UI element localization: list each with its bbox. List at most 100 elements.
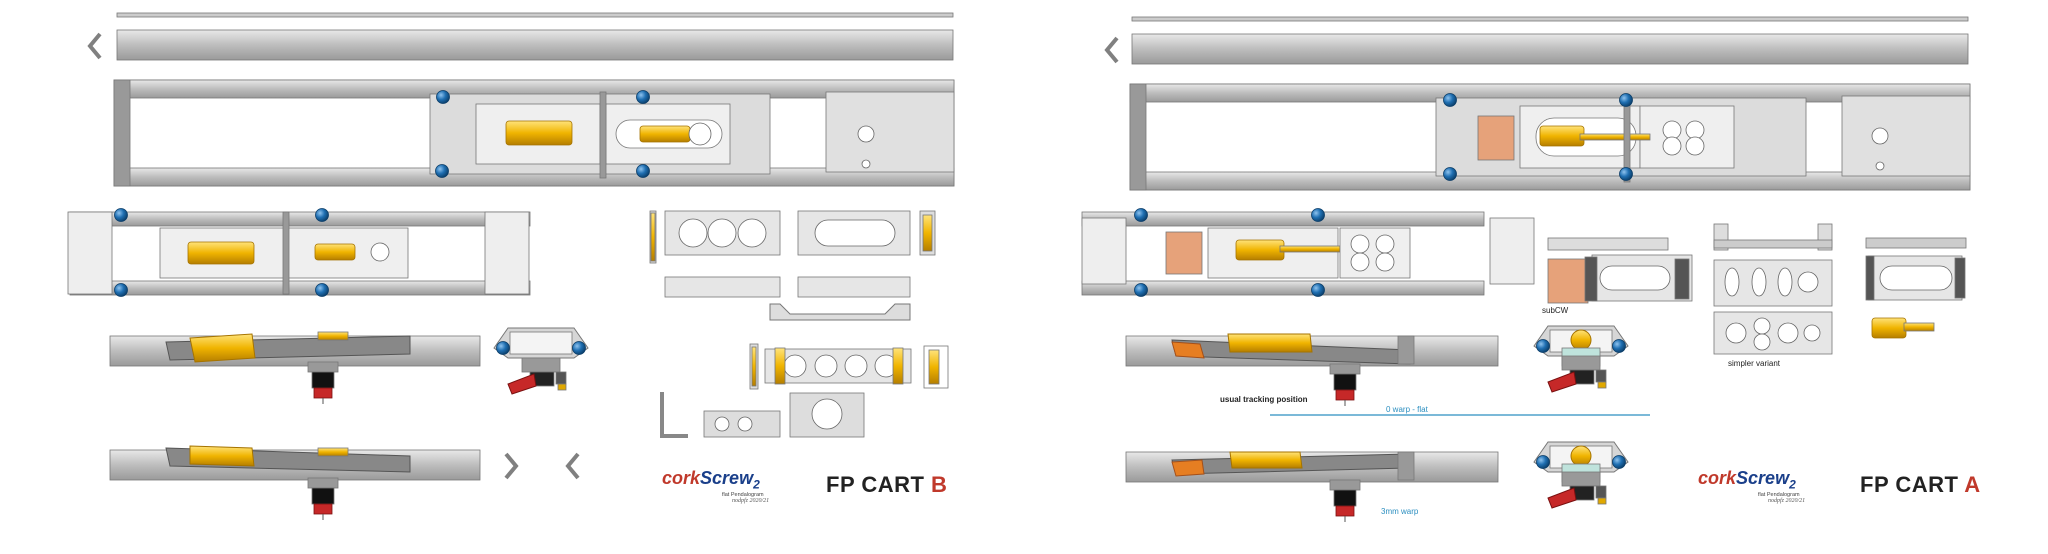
cartridge-stylus-housing (313, 387, 333, 399)
copper-counterweight (1171, 341, 1205, 359)
end-cap-left (1081, 217, 1127, 285)
tonearm-pin (1595, 485, 1607, 499)
hole (1753, 317, 1771, 335)
cartridge-front-view (493, 327, 589, 395)
slot (1777, 267, 1793, 297)
gold-dome (1570, 329, 1592, 351)
subcw-block (1547, 258, 1589, 304)
chevron-right-icon (504, 452, 519, 480)
cartridge-stylus-housing (1335, 505, 1355, 517)
gold-weight (505, 120, 573, 146)
gold-strip (774, 347, 786, 385)
strip-long (797, 276, 911, 298)
slot (814, 219, 896, 247)
cartridge-body (1333, 373, 1357, 391)
logo-tagline: flat Pendalogram (722, 491, 764, 498)
gold-weight (314, 243, 356, 261)
cartridge-mount (1329, 363, 1361, 375)
fp-cart-b-panel (67, 12, 955, 520)
bearing-ball (1619, 167, 1633, 181)
copper-block (1165, 231, 1203, 275)
head-body (1561, 471, 1601, 487)
gold-weight (187, 241, 255, 265)
gold-weight (1539, 125, 1585, 147)
fp-cart-a-panel (1081, 16, 1971, 522)
cartridge-body (311, 487, 335, 505)
cart-title-b: FP CART B (826, 472, 948, 497)
sled-right (1639, 105, 1735, 169)
slot (1724, 267, 1740, 297)
gold-weight (1227, 333, 1313, 353)
hole (1777, 322, 1799, 344)
hole (844, 354, 868, 378)
clamp-dark (1674, 258, 1690, 300)
end-block (825, 91, 955, 173)
hole (678, 218, 708, 248)
hole (1662, 120, 1682, 140)
sled-pivot (282, 211, 290, 295)
gold-weight (639, 125, 691, 143)
hole (1803, 324, 1821, 342)
chevron-left-icon (87, 32, 102, 60)
hole (814, 354, 838, 378)
logo-brand: corkScrew2 (662, 468, 760, 492)
gold-pins (557, 383, 567, 391)
hole (1725, 322, 1747, 344)
gold-weight (1229, 451, 1303, 469)
bent-bracket (769, 303, 911, 321)
gold-weight (189, 333, 256, 363)
note-zero-warp: 0 warp - flat (1386, 405, 1428, 414)
head-body (521, 357, 561, 373)
sled-b-left (159, 227, 285, 279)
gold-dome (1570, 445, 1592, 467)
hole (1875, 161, 1885, 171)
bearing-ball (1612, 455, 1626, 469)
cartridge-stylus-housing (1335, 389, 1355, 401)
bearing-ball (1311, 283, 1325, 297)
strip-long (664, 276, 781, 298)
hole (1375, 252, 1395, 272)
bearing-ball (496, 341, 510, 355)
hole (707, 218, 737, 248)
bearing-ball (1443, 167, 1457, 181)
strip-top (1547, 237, 1669, 251)
logo-credit: nodpfz 2020/21 (1768, 497, 1806, 504)
gold-strip (892, 347, 904, 385)
hole (1753, 333, 1771, 351)
hole (737, 218, 767, 248)
bearing-ball (1134, 208, 1148, 222)
bearing-ball (636, 164, 650, 178)
note-subcw: subCW (1542, 306, 1569, 315)
logo-tagline: flat Pendalogram (1758, 491, 1800, 498)
arm-end (1397, 335, 1415, 365)
bearing-ball (114, 283, 128, 297)
gold-strip (751, 346, 757, 387)
gold-rod (1279, 245, 1341, 253)
gold-cap (317, 447, 349, 457)
bearing-ball (1311, 208, 1325, 222)
bearing-ball (572, 341, 586, 355)
gold-pins (1597, 381, 1607, 389)
frame-end (1129, 83, 1147, 191)
hole (370, 242, 390, 262)
bearing-ball (1619, 93, 1633, 107)
bearing-ball (1536, 339, 1550, 353)
gold-strip (928, 349, 940, 385)
hole (737, 416, 753, 432)
gold-weight (189, 445, 255, 467)
hole (783, 354, 807, 378)
hole (1350, 252, 1370, 272)
copper-counterweight (1171, 459, 1205, 477)
hole (1685, 136, 1705, 156)
hole (1375, 234, 1395, 254)
pivot-bar (599, 91, 607, 179)
hole (1871, 127, 1889, 145)
bearing-ball (1612, 339, 1626, 353)
gold-rod (1579, 133, 1651, 141)
cartridge-front-view (1533, 325, 1629, 393)
cartridge-mount (307, 477, 339, 489)
sled-a-right (1339, 227, 1411, 279)
clamp-dark (1954, 257, 1966, 299)
